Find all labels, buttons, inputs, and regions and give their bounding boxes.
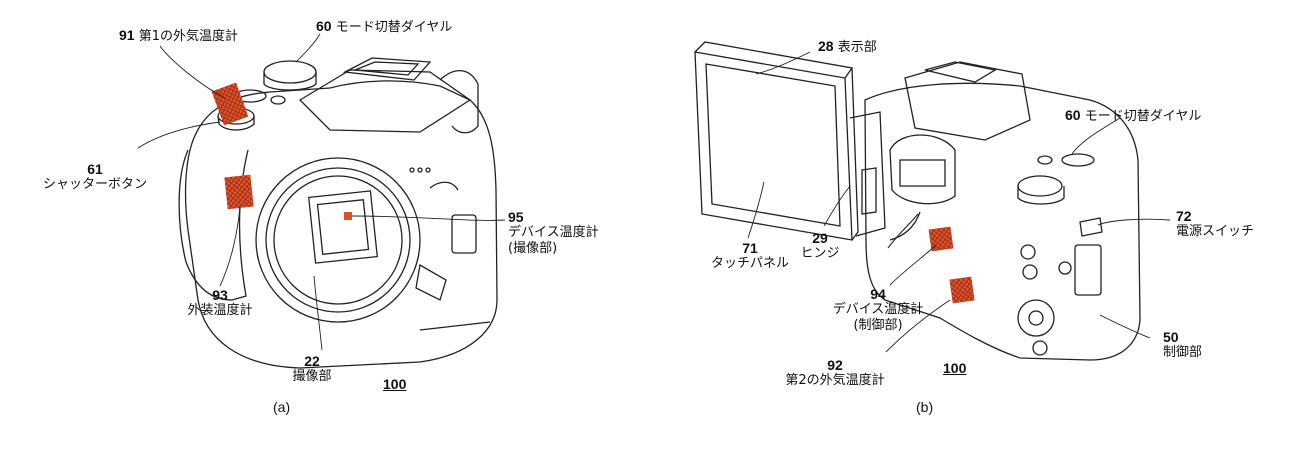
sensor-93-marker [224, 174, 254, 210]
sensor-95-marker [344, 212, 352, 220]
callout-61: 61 シャッターボタン [35, 161, 155, 193]
callout-92-text: 第2の外気温度計 [785, 373, 885, 388]
callout-91-number: 91 [119, 27, 135, 43]
callout-93-number: 93 [212, 287, 228, 303]
callout-60a-text: モード切替ダイヤル [335, 20, 453, 35]
callout-22-number: 22 [304, 353, 320, 369]
callout-92-number: 92 [827, 357, 843, 373]
callout-60b-number: 60 [1065, 107, 1081, 123]
callout-95: 95 デバイス温度計 (撮像部) [508, 209, 599, 257]
callout-94-text2: (制御部) [853, 318, 903, 333]
callout-61-number: 61 [87, 161, 103, 177]
callout-60b-text: モード切替ダイヤル [1084, 109, 1202, 124]
callout-60a: 60 モード切替ダイヤル [316, 18, 452, 36]
callout-91: 91 第1の外気温度計 [119, 27, 238, 45]
callout-28-number: 28 [818, 38, 834, 54]
callout-91-text: 第1の外気温度計 [138, 29, 238, 44]
callout-95-number: 95 [508, 209, 524, 225]
callout-71: 71 タッチパネル [700, 240, 800, 272]
callout-72: 72 電源スイッチ [1176, 208, 1254, 240]
callout-71-number: 71 [742, 240, 758, 256]
callout-94: 94 デバイス温度計 (制御部) [808, 286, 948, 334]
callout-72-text: 電源スイッチ [1176, 224, 1255, 239]
reference-100b: 100 [943, 360, 967, 376]
callout-22: 22 撮像部 [277, 353, 347, 385]
callout-71-text: タッチパネル [710, 256, 789, 271]
caption-a: (a) [273, 399, 291, 415]
sensor-94-marker [928, 226, 954, 252]
sensor-92-marker [949, 276, 975, 304]
callout-22-text: 撮像部 [292, 369, 332, 384]
callout-50-text: 制御部 [1163, 345, 1203, 360]
reference-100a: 100 [383, 376, 407, 392]
callout-95-text: デバイス温度計 [508, 225, 599, 240]
callout-60b: 60 モード切替ダイヤル [1065, 107, 1201, 125]
caption-b: (b) [916, 399, 934, 415]
leader-lines-b [747, 51, 1171, 353]
callout-50-number: 50 [1163, 329, 1179, 345]
callout-94-text: デバイス温度計 [832, 302, 924, 317]
callout-72-number: 72 [1176, 208, 1192, 224]
callout-28-text: 表示部 [837, 40, 877, 55]
callout-92: 92 第2の外気温度計 [760, 357, 910, 389]
callout-28: 28 表示部 [818, 38, 877, 56]
callout-29-text: ヒンジ [800, 246, 840, 261]
callout-60a-number: 60 [316, 18, 332, 34]
sensor-91-marker [211, 82, 249, 126]
camera-rear-drawing [694, 41, 1141, 361]
camera-front-drawing [178, 57, 498, 369]
callout-50: 50 制御部 [1163, 329, 1202, 361]
callout-29-number: 29 [812, 230, 828, 246]
callout-94-number: 94 [870, 286, 886, 302]
callout-29: 29 ヒンジ [790, 230, 850, 262]
callout-95-text2: (撮像部) [508, 241, 558, 256]
callout-61-text: シャッターボタン [42, 177, 147, 192]
callout-93-text: 外装温度計 [187, 303, 253, 318]
leader-lines-a [137, 33, 506, 351]
callout-93: 93 外装温度計 [150, 287, 290, 319]
